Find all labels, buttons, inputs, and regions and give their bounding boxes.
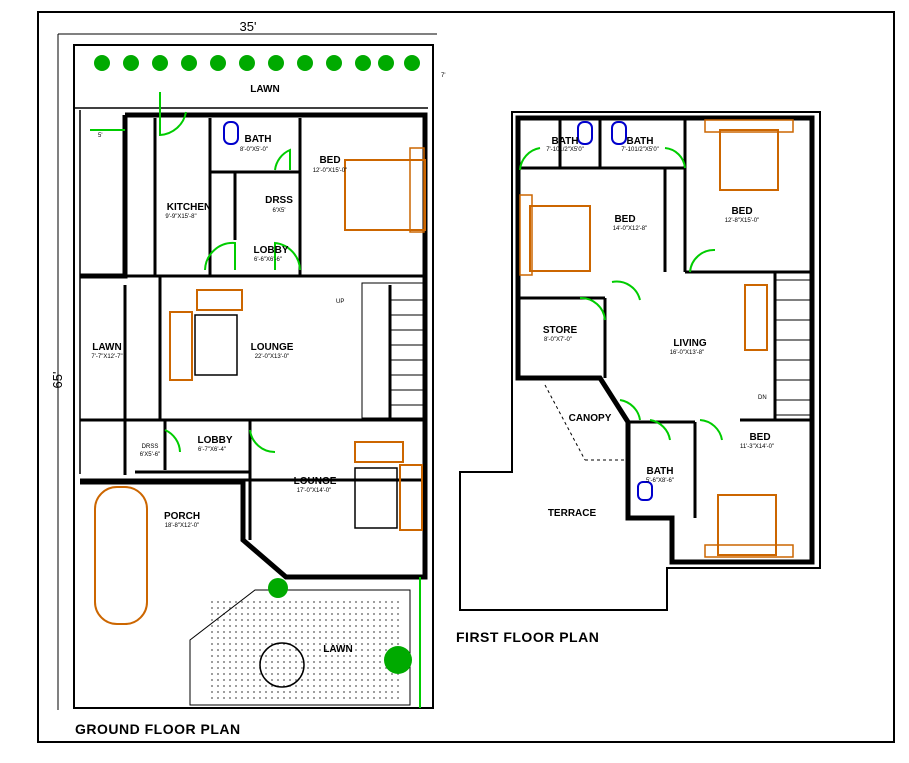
lounge1-label: LOUNGE	[251, 342, 294, 353]
lounge1-dim: 22'-0"X13'-0"	[255, 354, 290, 360]
ground-bed-icon	[344, 147, 426, 233]
lobby2-label: LOBBY	[198, 435, 233, 446]
bath3-label: BATH	[646, 466, 673, 477]
bed-dim: 12'-0"X15'-0"	[313, 168, 348, 174]
lounge2-dim: 17'-0"X14'-0"	[297, 488, 332, 494]
canopy-lines	[544, 384, 628, 461]
first-outer-boundary	[459, 111, 821, 611]
toilet-icon-2	[611, 121, 627, 145]
lobby1-dim: 6'-6"X6'-6"	[254, 257, 282, 263]
depth-dim-label: 65'	[50, 372, 65, 389]
lawn-front-label: LAWN	[323, 644, 352, 655]
setback-label-left: 5'	[98, 133, 102, 139]
bath1-dim: 7'-101/2"X5'0"	[546, 147, 584, 153]
lounge2-sofa-icon	[354, 441, 423, 531]
first-outer-walls	[515, 115, 815, 565]
porch-dim: 18'-8"X12'-0"	[165, 523, 200, 529]
first-bed-2-icon	[704, 119, 794, 191]
dress-label: DRSS	[265, 195, 293, 206]
bath2-label: BATH	[626, 136, 653, 147]
porch-label: PORCH	[164, 511, 200, 522]
width-dim-label: 35'	[240, 19, 257, 34]
front-lawn-hatch	[210, 600, 400, 700]
lobby2-dim: 6'-7"X6'-4"	[198, 447, 226, 453]
up-label: UP	[336, 299, 344, 305]
first-bed-1-icon	[519, 194, 591, 276]
kitchen-dim: 9'-9"X15'-8"	[165, 214, 196, 220]
store-dim: 8'-0"X7'-0"	[544, 337, 572, 343]
store-label: STORE	[543, 325, 578, 336]
living-label: LIVING	[673, 338, 707, 349]
lounge2-label: LOUNGE	[294, 476, 337, 487]
ground-doors	[90, 92, 301, 454]
toilet-icon	[223, 121, 239, 145]
first-bed-3-icon	[704, 494, 794, 558]
setback-label-top: 7'	[441, 73, 445, 79]
bed3-dim: 11'-3"X14'-0"	[740, 444, 774, 450]
dress-dim: 6'X5'	[273, 208, 286, 214]
car-icon	[94, 486, 148, 625]
lounge-sofa-icon	[169, 289, 243, 381]
plant-icon	[384, 646, 412, 674]
living-sofa-icon	[744, 284, 768, 351]
bath2-dim: 7'-101/2"X5'0"	[621, 147, 659, 153]
kitchen-label: KITCHEN	[167, 202, 211, 213]
drawing-frame	[37, 11, 895, 743]
bed2-dim: 12'-8"X15'-0"	[725, 218, 760, 224]
bed-label: BED	[319, 155, 340, 166]
ground-plot-boundary	[73, 44, 434, 709]
bath1-label: BATH	[551, 136, 578, 147]
toilet-icon-1	[577, 121, 593, 145]
dress2-label: DRSS	[142, 444, 159, 450]
dress2-dim: 6'X5'-6"	[140, 452, 160, 458]
bed2-label: BED	[731, 206, 752, 217]
ground-floor-title: GROUND FLOOR PLAN	[75, 721, 241, 737]
first-floor-title: FIRST FLOOR PLAN	[456, 629, 599, 645]
terrace-label: TERRACE	[548, 508, 597, 519]
lawn-plants-row	[94, 55, 420, 71]
first-doors	[519, 147, 723, 441]
bed1-dim: 14'-0"X12'-8"	[613, 226, 648, 232]
ground-stairs	[361, 282, 425, 419]
lawn-top-label: LAWN	[250, 84, 279, 95]
fountain-icon	[259, 642, 305, 688]
bath-label: BATH	[244, 134, 271, 145]
plant-icon-2	[268, 578, 288, 598]
lawn-side-label: LAWN	[92, 342, 121, 353]
ground-internal-walls	[80, 118, 425, 540]
first-stairs	[774, 279, 811, 416]
canopy-label: CANOPY	[569, 413, 612, 424]
bath-dim: 8'-0"X5'-0"	[240, 147, 268, 153]
first-floor-plan: BATH 7'-101/2"X5'0" BATH 7'-101/2"X5'0" …	[456, 111, 821, 645]
toilet-icon-3	[637, 481, 653, 501]
lawn-side-dim: 7'-7"X12'-7"	[91, 354, 122, 360]
bath3-dim: 5'-6"X8'-6"	[646, 478, 674, 484]
ground-floor-plan: 35' 65' 7' LAWN	[50, 19, 445, 737]
dn-label: DN	[758, 395, 767, 401]
lobby1-label: LOBBY	[254, 245, 289, 256]
living-dim: 16'-0"X13'-8"	[670, 350, 705, 356]
bed1-label: BED	[614, 214, 635, 225]
bed3-label: BED	[749, 432, 770, 443]
